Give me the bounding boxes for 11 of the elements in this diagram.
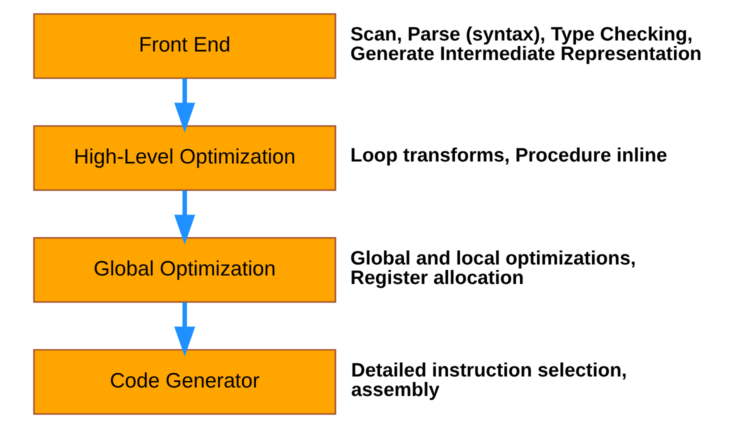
node-label: Global and local optimizations, Register allocation [350,248,636,289]
node-label: Scan, Parse (syntax), Type Checking, Generate Intermediate Representation [350,24,702,66]
node-box: High-Level Optimization [32,125,336,191]
node-box: Code Generator [32,349,336,415]
node-label: Loop transforms, Procedure inline [350,144,667,167]
node-box: Global Optimization [32,237,336,303]
arrow [174,190,195,245]
node-box: Front End [32,13,336,79]
node-label: Detailed instruction selection, assembly [350,360,626,401]
arrow [174,302,195,357]
arrow [174,78,195,133]
